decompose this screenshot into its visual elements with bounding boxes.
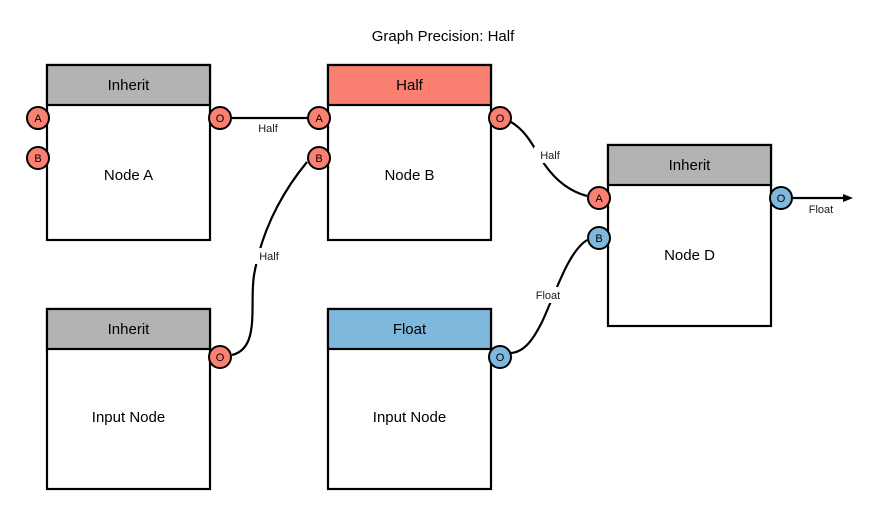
node-header-label: Float	[393, 321, 427, 338]
edge-label-backdrop	[252, 121, 284, 135]
node-header-label: Inherit	[108, 77, 151, 94]
port-circle[interactable]	[307, 106, 331, 130]
port-circle[interactable]	[587, 226, 611, 250]
node-title: Input Node	[373, 409, 446, 426]
node-node-a[interactable]: Inherit Node A A B O	[26, 63, 232, 242]
port-label: O	[216, 352, 225, 364]
graph-output-arrow[interactable]: Float	[793, 194, 853, 216]
edge-b-out-to-d-a[interactable]: Half	[510, 121, 588, 198]
port-circle[interactable]	[488, 345, 512, 369]
port-output-o[interactable]: O	[488, 106, 512, 130]
port-circle[interactable]	[208, 106, 232, 130]
port-label: O	[496, 113, 505, 125]
node-header[interactable]	[45, 63, 212, 107]
edge-label-backdrop	[253, 248, 286, 264]
port-input-a[interactable]: A	[26, 106, 50, 130]
port-output-o[interactable]: O	[208, 106, 232, 130]
edge-path[interactable]	[510, 121, 588, 198]
node-header[interactable]	[606, 143, 773, 187]
port-input-b[interactable]: B	[307, 146, 331, 170]
edge-label: Half	[259, 251, 280, 263]
port-label: B	[595, 233, 602, 245]
port-output-o[interactable]: O	[769, 186, 793, 210]
edge-label-backdrop	[534, 147, 567, 163]
port-circle[interactable]	[587, 186, 611, 210]
port-circle[interactable]	[769, 186, 793, 210]
edge-inputmiddle-out-to-d-b[interactable]: Float	[510, 239, 588, 355]
edge-label: Float	[536, 290, 560, 302]
port-input-a[interactable]: A	[587, 186, 611, 210]
port-input-b[interactable]: B	[26, 146, 50, 170]
edge-path[interactable]	[231, 161, 308, 357]
node-node-b[interactable]: Half Node B A B O	[307, 63, 512, 242]
port-input-b[interactable]: B	[587, 226, 611, 250]
node-title: Node D	[664, 247, 715, 264]
node-header[interactable]	[326, 307, 493, 351]
port-label: O	[216, 113, 225, 125]
port-label: A	[34, 113, 42, 125]
edge-label: Half	[258, 123, 279, 135]
port-label: A	[595, 193, 603, 205]
edge-label: Half	[540, 150, 561, 162]
port-circle[interactable]	[307, 146, 331, 170]
node-header-label: Half	[396, 77, 424, 94]
node-header-label: Inherit	[669, 157, 712, 174]
edge-a-out-to-b-a[interactable]: Half	[232, 116, 307, 135]
port-input-a[interactable]: A	[307, 106, 331, 130]
node-input-node-middle[interactable]: Float Input Node O	[326, 307, 512, 491]
edges-layer: Half Half Half Float Float	[231, 116, 853, 357]
edge-label-backdrop	[530, 287, 567, 303]
edge-path[interactable]	[510, 239, 588, 355]
port-circle[interactable]	[26, 106, 50, 130]
edge-inputleft-out-to-b-b[interactable]: Half	[231, 161, 308, 357]
node-header-label: Inherit	[108, 321, 151, 338]
node-node-d[interactable]: Inherit Node D A B O	[587, 143, 793, 328]
node-input-node-left[interactable]: Inherit Input Node O	[45, 307, 232, 491]
node-header[interactable]	[326, 63, 493, 107]
port-output-o[interactable]: O	[488, 345, 512, 369]
page-title: Graph Precision: Half	[372, 28, 515, 45]
port-label: O	[777, 193, 786, 205]
port-output-o[interactable]: O	[208, 345, 232, 369]
node-header[interactable]	[45, 307, 212, 351]
node-title: Input Node	[92, 409, 165, 426]
node-title: Node B	[384, 167, 434, 184]
port-circle[interactable]	[26, 146, 50, 170]
output-arrow-label: Float	[809, 204, 833, 216]
port-label: B	[315, 153, 322, 165]
port-circle[interactable]	[488, 106, 512, 130]
node-title: Node A	[104, 167, 153, 184]
port-label: O	[496, 352, 505, 364]
port-circle[interactable]	[208, 345, 232, 369]
port-label: A	[315, 113, 323, 125]
port-label: B	[34, 153, 41, 165]
